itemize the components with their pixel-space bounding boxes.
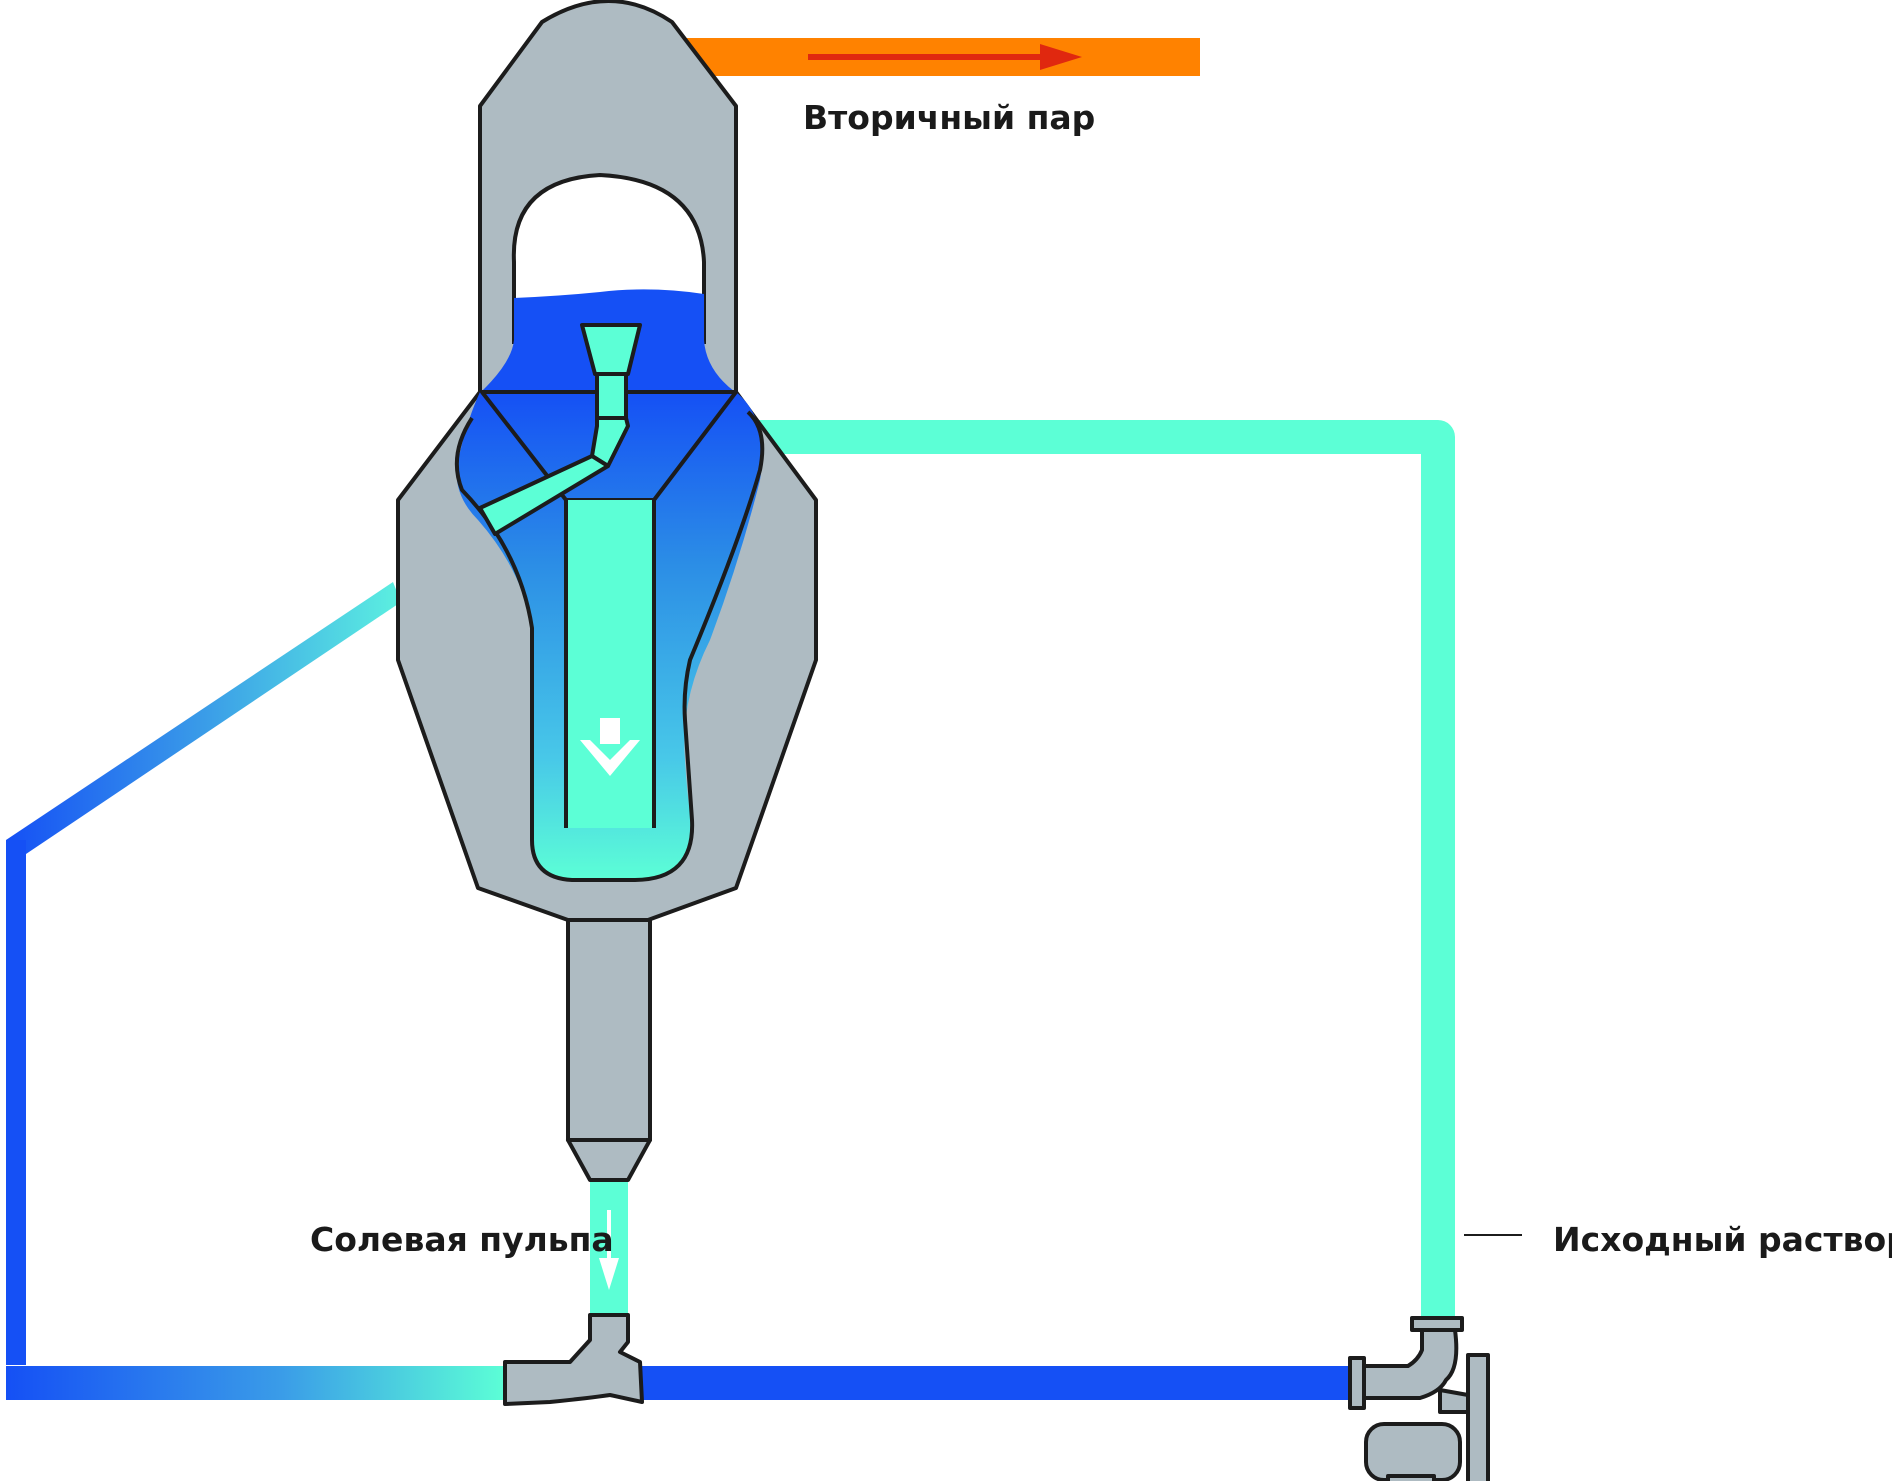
circulation-pipe-bottom-left	[6, 1366, 506, 1400]
source-solution-pipe	[735, 420, 1455, 1320]
feed-inclined-pipe	[478, 454, 610, 536]
discharge-cone	[566, 1138, 652, 1182]
salt-pulp-label: Солевая пульпа	[310, 1220, 614, 1259]
salt-pulp-arrow-icon	[599, 1210, 619, 1290]
circulation-pipe-left-vertical	[6, 840, 26, 1365]
steam-direction-arrow-icon	[808, 44, 1082, 70]
crystallization-chamber-outline	[454, 410, 765, 882]
settling-leg	[566, 918, 652, 1142]
secondary-steam-label: Вторичный пар	[803, 98, 1095, 137]
circulation-pipe-bottom-right	[630, 1366, 1350, 1400]
circulation-pipe-left	[6, 582, 401, 1362]
central-tube-outline	[564, 500, 656, 828]
central-tube	[566, 500, 654, 828]
downflow-arrow-icon	[580, 718, 640, 776]
source-solution-label: Исходный раствор	[1553, 1220, 1892, 1259]
mixing-tee	[503, 1313, 644, 1406]
feed-funnel-neck	[595, 372, 628, 420]
circulation-pump-icon	[1348, 1316, 1490, 1481]
